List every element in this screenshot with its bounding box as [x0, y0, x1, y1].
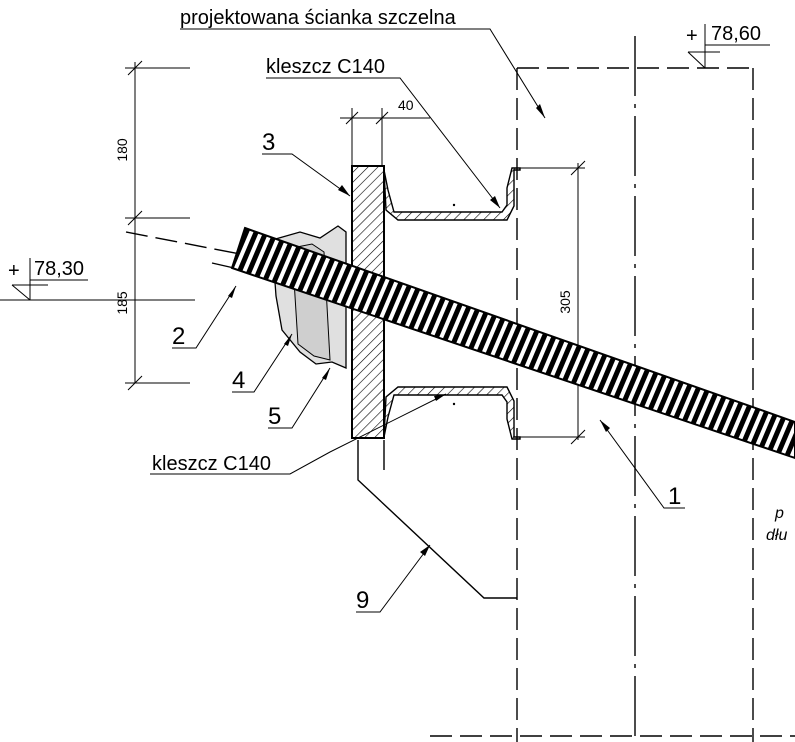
arrow-heads: [228, 104, 610, 556]
elevation-left: + 78,30: [0, 258, 195, 301]
label-3: 3: [262, 129, 275, 156]
label-1: 1: [668, 483, 681, 510]
label-fragment-p: p: [774, 505, 784, 522]
dimension-40: 40: [340, 97, 430, 166]
dim-40: 40: [398, 97, 414, 113]
dimension-lines-left: 180 185: [114, 60, 190, 391]
label-4: 4: [232, 367, 245, 394]
elevation-left-value: 78,30: [34, 258, 84, 280]
elevation-top-value: 78,60: [711, 23, 761, 45]
text-labels: projektowana ścianka szczelna kleszcz C1…: [152, 7, 787, 614]
dim-185: 185: [114, 291, 130, 315]
label-2: 2: [172, 323, 185, 350]
label-clamp-bottom: kleszcz C140: [152, 453, 271, 475]
dimension-305: 305: [513, 160, 586, 445]
label-9: 9: [356, 587, 369, 614]
elevation-top-sign: +: [686, 25, 698, 47]
waler-channel-bottom: [383, 386, 521, 440]
label-clamp-top: kleszcz C140: [266, 56, 385, 78]
waler-channel-top: [383, 167, 521, 221]
label-wall: projektowana ścianka szczelna: [180, 7, 457, 29]
dim-180: 180: [114, 138, 130, 162]
bracket-9: [357, 440, 517, 599]
elevation-top: + 78,60: [686, 23, 770, 69]
label-5: 5: [268, 403, 281, 430]
elevation-left-sign: +: [8, 260, 20, 282]
anchor-rod: [125, 226, 795, 460]
dim-305: 305: [557, 290, 573, 314]
centerline-marks: [452, 203, 456, 406]
label-underlines: [172, 153, 685, 613]
label-fragment-dlu: dłu: [766, 527, 787, 544]
